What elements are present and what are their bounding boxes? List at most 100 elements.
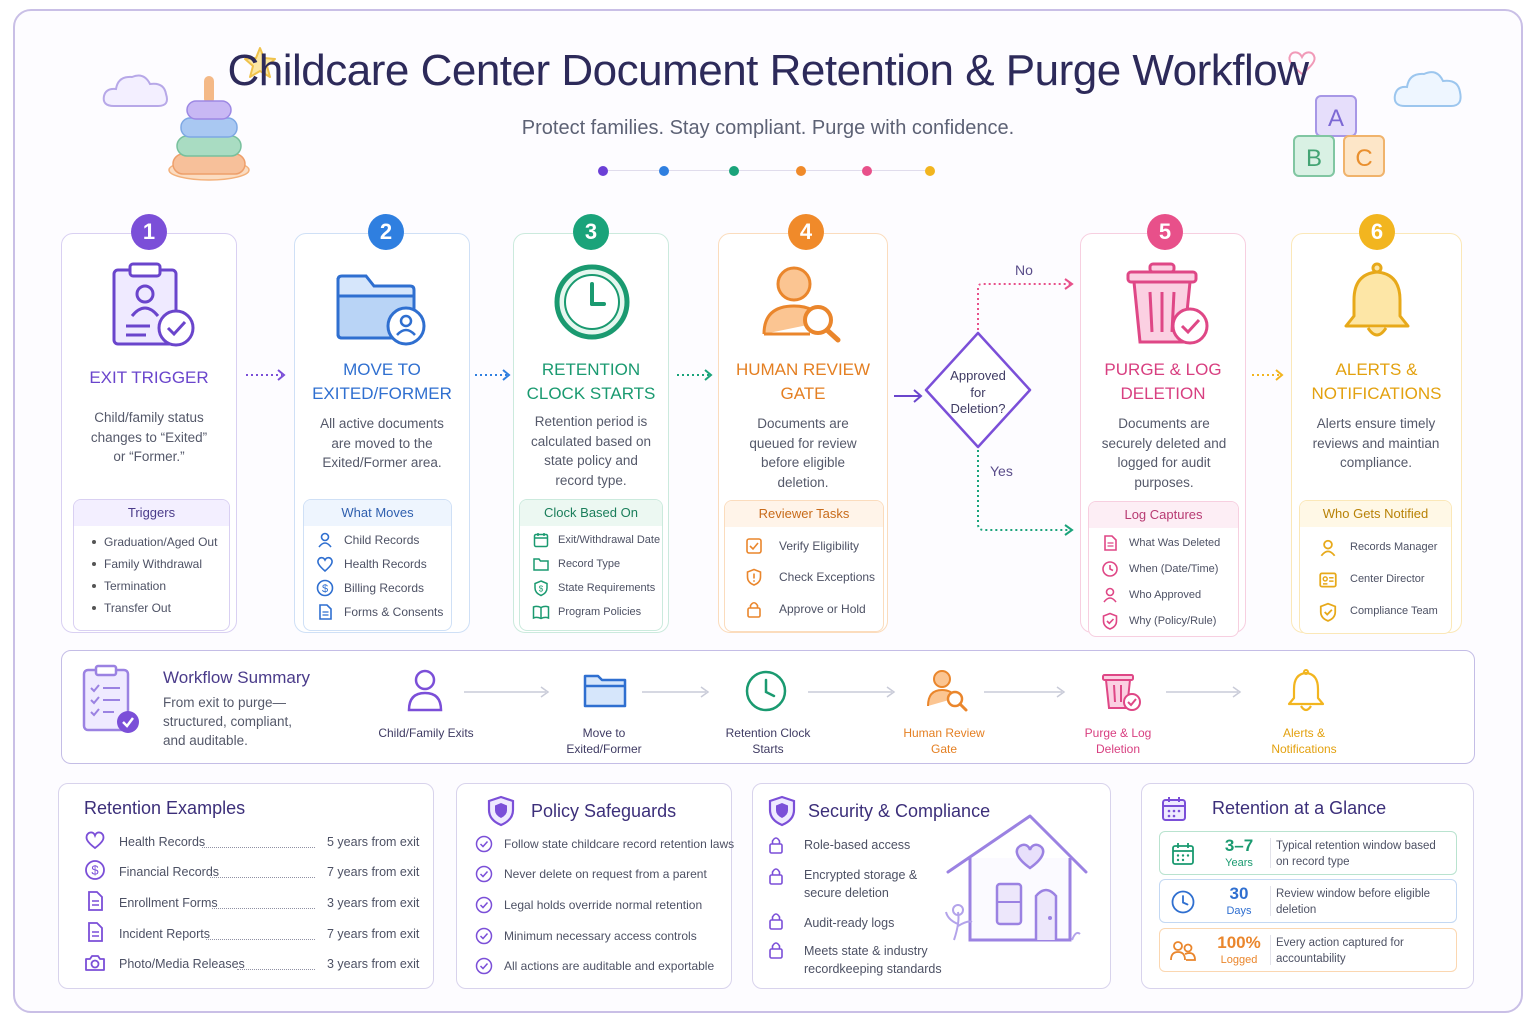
policy-item: All actions are auditable and exportable: [504, 959, 715, 973]
retention-examples-panel: [58, 783, 434, 989]
flow-arrow: [808, 686, 896, 698]
flow-arrow: [1166, 686, 1242, 698]
step-description: Child/family status changes to “Exited” …: [90, 410, 208, 464]
what-moves-panel: What Moves Child Records Health Records …: [303, 499, 452, 631]
step-description: Retention period is calculated based on …: [530, 414, 652, 488]
shield-check-icon: [1319, 602, 1337, 622]
list-item: Transfer Out: [74, 596, 229, 620]
clock-icon: [554, 264, 630, 340]
trash-check-icon: [1126, 262, 1209, 345]
alert-shield-icon: [746, 568, 762, 586]
svg-text:$: $: [322, 583, 328, 595]
cloud-icon: [1393, 71, 1462, 107]
people-icon: [1170, 941, 1196, 961]
log-captures-panel: Log Captures What Was Deleted When (Date…: [1088, 501, 1239, 637]
panel-header: Reviewer Tasks: [725, 501, 883, 527]
list-item: Approve or Hold: [725, 597, 883, 621]
no-branch-arrow: [977, 278, 1074, 330]
glance-description: Review window before eligible deletion: [1276, 888, 1431, 916]
leader-dots: [210, 877, 315, 878]
star-icon: [244, 47, 276, 78]
shield-icon: [768, 795, 796, 827]
glance-number: 100%: [1217, 933, 1261, 952]
svg-text:B: B: [1306, 145, 1322, 172]
yes-branch-arrow: [977, 450, 1074, 536]
step-number: 4: [788, 214, 824, 250]
person-search-icon: [762, 266, 841, 343]
leader-dots: [237, 969, 315, 970]
page-subtitle: Protect families. Stay compliant. Purge …: [521, 117, 1015, 139]
list-item: Check Exceptions: [725, 565, 883, 589]
svg-text:$: $: [91, 863, 99, 878]
clock-icon: [745, 670, 787, 712]
dot: [729, 166, 739, 176]
list-item: Child Records: [304, 528, 451, 552]
person-icon: [318, 532, 332, 548]
summary-title: Workflow Summary: [163, 668, 311, 687]
panel-header: Log Captures: [1089, 502, 1238, 528]
step-title: Retention Clock Starts: [526, 360, 656, 403]
step-number: 2: [368, 214, 404, 250]
triggers-panel: Triggers Graduation/Aged Out Family With…: [73, 499, 230, 631]
list-item: Termination: [74, 574, 229, 598]
bell-icon: [1344, 262, 1410, 337]
dot: [925, 166, 935, 176]
document-icon: [88, 891, 103, 911]
retention-row-label: Financial Records: [119, 865, 220, 879]
clock-icon: [1171, 890, 1195, 914]
step-description: Documents are securely deleted and logge…: [1101, 416, 1227, 490]
list-item: Family Withdrawal: [74, 552, 229, 576]
flow-arrow: [984, 686, 1066, 698]
list-item: Why (Policy/Rule): [1089, 609, 1238, 633]
step-description: All active documents are moved to the Ex…: [320, 416, 444, 470]
flow-arrow: [475, 369, 511, 381]
panel-title: Retention Examples: [84, 798, 246, 818]
dollar-icon: $: [316, 579, 334, 597]
panel-header: Who Gets Notified: [1300, 501, 1451, 527]
folder-user-icon: [336, 274, 426, 346]
step-title: Purge & Log Deletion: [1104, 360, 1222, 403]
flow-label: Child/Family Exits: [378, 726, 474, 740]
glance-number: 3–7: [1224, 836, 1254, 855]
glance-row-logged: 100% Logged Every action captured for ac…: [1159, 928, 1457, 972]
retention-row-label: Photo/Media Releases: [119, 957, 245, 971]
flow-label: Human Review Gate: [903, 726, 985, 756]
flow-label: Alerts & Notifications: [1271, 726, 1337, 756]
flow-arrow: [894, 389, 923, 403]
policy-item: Follow state childcare record retention …: [504, 837, 735, 851]
list-item: Forms & Consents: [304, 600, 451, 624]
list-item: Exit/Withdrawal Date: [520, 528, 662, 552]
check-circle-icon: [475, 927, 493, 945]
panel-title: Security & Compliance: [808, 801, 991, 821]
clock-based-on-panel: Clock Based On Exit/Withdrawal Date Reco…: [519, 499, 663, 631]
camera-icon: [85, 955, 105, 971]
step-description: Documents are queued for review before e…: [749, 416, 857, 490]
security-item: Audit-ready logs: [804, 916, 895, 930]
step-title: Human Review Gate: [735, 360, 871, 403]
step-number: 3: [573, 214, 609, 250]
decision-diamond: [924, 331, 1032, 449]
step-number: 6: [1359, 214, 1395, 250]
check-circle-icon: [475, 957, 493, 975]
person-icon: [1103, 587, 1117, 603]
flow-arrow: [464, 686, 550, 698]
policy-item: Legal holds override normal retention: [504, 898, 703, 912]
lock-icon: [769, 913, 783, 930]
retention-row-value: 3 years from exit: [327, 896, 420, 910]
summary-description: From exit to purge—structured, compliant…: [163, 695, 293, 748]
dollar-icon: $: [85, 860, 105, 880]
step-description: Alerts ensure timely reviews and maintia…: [1312, 416, 1440, 470]
alphabet-blocks-icon: A B C: [1293, 95, 1385, 177]
checkbox-icon: [746, 538, 762, 554]
svg-text:$: $: [539, 585, 544, 594]
book-icon: [532, 605, 550, 620]
leader-dots: [212, 908, 315, 909]
list-item: $State Requirements: [520, 576, 662, 600]
list-item: Verify Eligibility: [725, 534, 883, 558]
retention-row-value: 3 years from exit: [327, 957, 420, 971]
step-number: 5: [1147, 214, 1183, 250]
list-item: What Was Deleted: [1089, 531, 1238, 555]
policy-item: Minimum necessary access controls: [504, 929, 697, 943]
panel-header: Triggers: [74, 500, 229, 526]
list-item: Compliance Team: [1300, 599, 1451, 623]
